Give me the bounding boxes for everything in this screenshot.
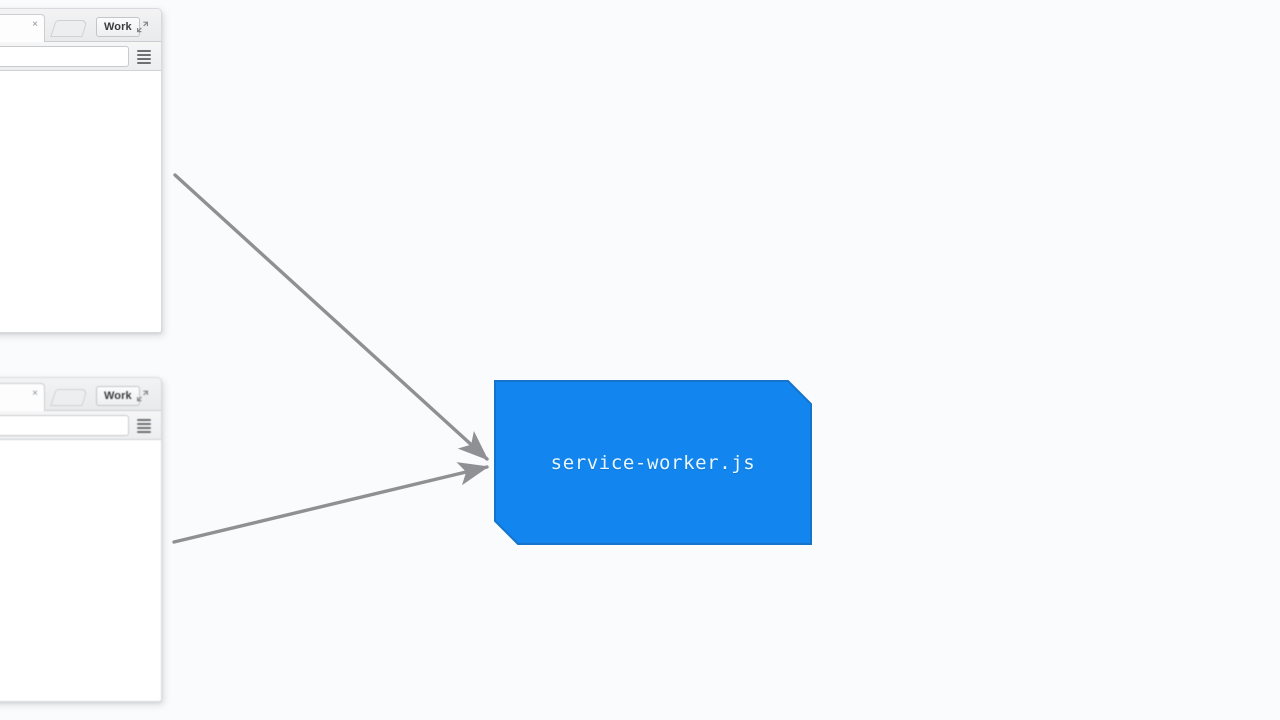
menu-bar-3 xyxy=(137,58,151,60)
arrow-bottom-client-to-service-worker xyxy=(172,462,489,544)
menu-bar-1 xyxy=(137,50,151,52)
expand-arrows-icon[interactable] xyxy=(131,17,153,37)
new-tab-button[interactable] xyxy=(50,389,88,406)
arrow-top-client-to-service-worker xyxy=(173,173,489,461)
profile-button-top[interactable]: Work xyxy=(96,17,140,37)
menu-bar-3 xyxy=(137,427,151,429)
browser-toolbar-bottom xyxy=(0,411,161,440)
menu-bar-2 xyxy=(137,423,151,425)
browser-tab-top[interactable] xyxy=(0,14,45,42)
browser-toolbar-top xyxy=(0,42,161,71)
service-worker-node-shape xyxy=(494,380,812,545)
hamburger-menu-icon[interactable] xyxy=(132,45,156,68)
menu-bar-4 xyxy=(137,431,151,433)
expand-arrows-icon[interactable] xyxy=(131,386,153,406)
address-bar-bottom[interactable] xyxy=(0,415,129,436)
menu-bar-1 xyxy=(137,419,151,421)
page-viewport-top xyxy=(0,72,161,332)
tab-strip-bottom: × Work xyxy=(0,378,161,411)
profile-button-bottom[interactable]: Work xyxy=(96,386,140,406)
menu-bar-4 xyxy=(137,62,151,64)
menu-bar-2 xyxy=(137,54,151,56)
browser-window-top[interactable]: × Work xyxy=(0,8,162,333)
browser-tab-bottom[interactable] xyxy=(0,383,45,411)
service-worker-node[interactable]: service-worker.js xyxy=(494,380,812,545)
tab-close-icon[interactable]: × xyxy=(32,388,38,399)
tab-close-icon[interactable]: × xyxy=(32,19,38,30)
page-viewport-bottom xyxy=(0,441,161,701)
browser-window-bottom[interactable]: × Work xyxy=(0,377,162,702)
hamburger-menu-icon[interactable] xyxy=(132,414,156,437)
new-tab-button[interactable] xyxy=(50,20,88,37)
address-bar-top[interactable] xyxy=(0,46,129,67)
tab-strip-top: × Work xyxy=(0,9,161,42)
service-worker-node-label: service-worker.js xyxy=(550,451,756,474)
